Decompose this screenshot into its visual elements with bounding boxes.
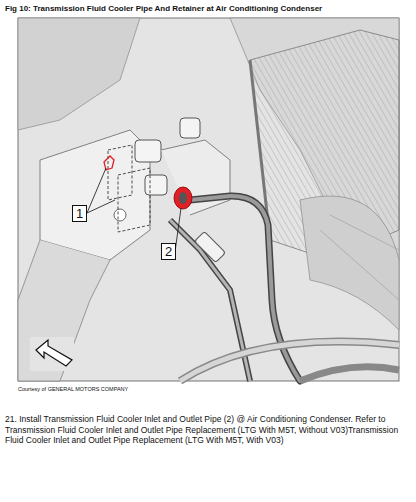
credit-note: Courtesy of GENERAL MOTORS COMPANY	[18, 386, 318, 393]
figure-title: Fig 10: Transmission Fluid Cooler Pipe A…	[5, 4, 411, 14]
callout-number: 2	[161, 243, 176, 260]
callout-number: 1	[72, 205, 87, 222]
procedure-step: 21. Install Transmission Fluid Cooler In…	[5, 414, 409, 446]
